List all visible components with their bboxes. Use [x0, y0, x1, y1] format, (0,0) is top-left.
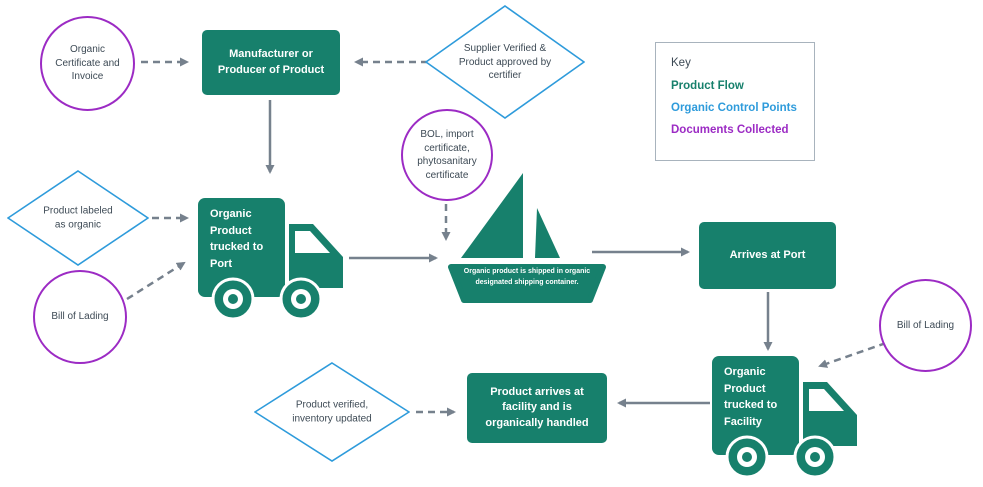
legend-item-product-flow: Product Flow	[671, 80, 744, 92]
control-point-label: Supplier Verified & Product approved by …	[458, 42, 552, 81]
step-manufacturer: Manufacturer or Producer of Product	[202, 30, 340, 95]
document-label: Bill of Lading	[51, 311, 109, 323]
document-label: Bill of Lading	[896, 319, 955, 331]
control-point-product-labeled: Product labeled as organic	[7, 170, 149, 266]
cargo-ship: Organic product is shipped in organic de…	[446, 170, 608, 305]
legend-title: Key	[671, 57, 691, 69]
document-organic-certificate: Organic Certificate and Invoice	[40, 16, 135, 111]
step-arrives-at-facility: Product arrives at facility and is organ…	[467, 373, 607, 443]
diamond-shape	[254, 362, 410, 462]
truck-label: Organic Product trucked to Facility	[724, 366, 778, 428]
truck-to-port: Organic Product trucked to Port	[197, 196, 345, 322]
truck-icon	[712, 356, 857, 479]
step-label: Product arrives at facility and is organ…	[485, 385, 589, 429]
document-bill-of-lading-left: Bill of Lading	[33, 270, 127, 364]
document-bill-of-lading-right: Bill of Lading	[879, 279, 972, 372]
step-label: Arrives at Port	[729, 248, 806, 261]
arrow-bol-left-to-truck	[126, 261, 186, 301]
legend-item-organic-control-points: Organic Control Points	[671, 102, 797, 114]
legend: Key Product Flow Organic Control Points …	[655, 42, 815, 161]
control-point-supplier-verified: Supplier Verified & Product approved by …	[425, 5, 585, 119]
truck-icon	[198, 198, 343, 321]
control-point-label: Product labeled as organic	[43, 205, 113, 231]
document-label: Organic Certificate and Invoice	[55, 44, 120, 83]
truck-to-facility: Organic Product trucked to Facility	[711, 354, 859, 480]
document-label: BOL, import certificate, phytosanitary c…	[417, 129, 477, 181]
diamond-shape	[7, 170, 149, 266]
step-arrives-at-port: Arrives at Port	[699, 222, 836, 289]
document-bol-import-certificate: BOL, import certificate, phytosanitary c…	[401, 109, 493, 201]
legend-item-documents-collected: Documents Collected	[671, 124, 789, 136]
ship-label: Organic product is shipped in organic de…	[463, 268, 591, 286]
step-label: Manufacturer or Producer of Product	[217, 48, 325, 76]
diamond-shape	[425, 5, 585, 119]
ship-icon	[448, 173, 606, 303]
truck-label: Organic Product trucked to Port	[210, 208, 264, 270]
control-point-product-verified: Product verified, inventory updated	[254, 362, 410, 462]
control-point-label: Product verified, inventory updated	[292, 399, 372, 425]
